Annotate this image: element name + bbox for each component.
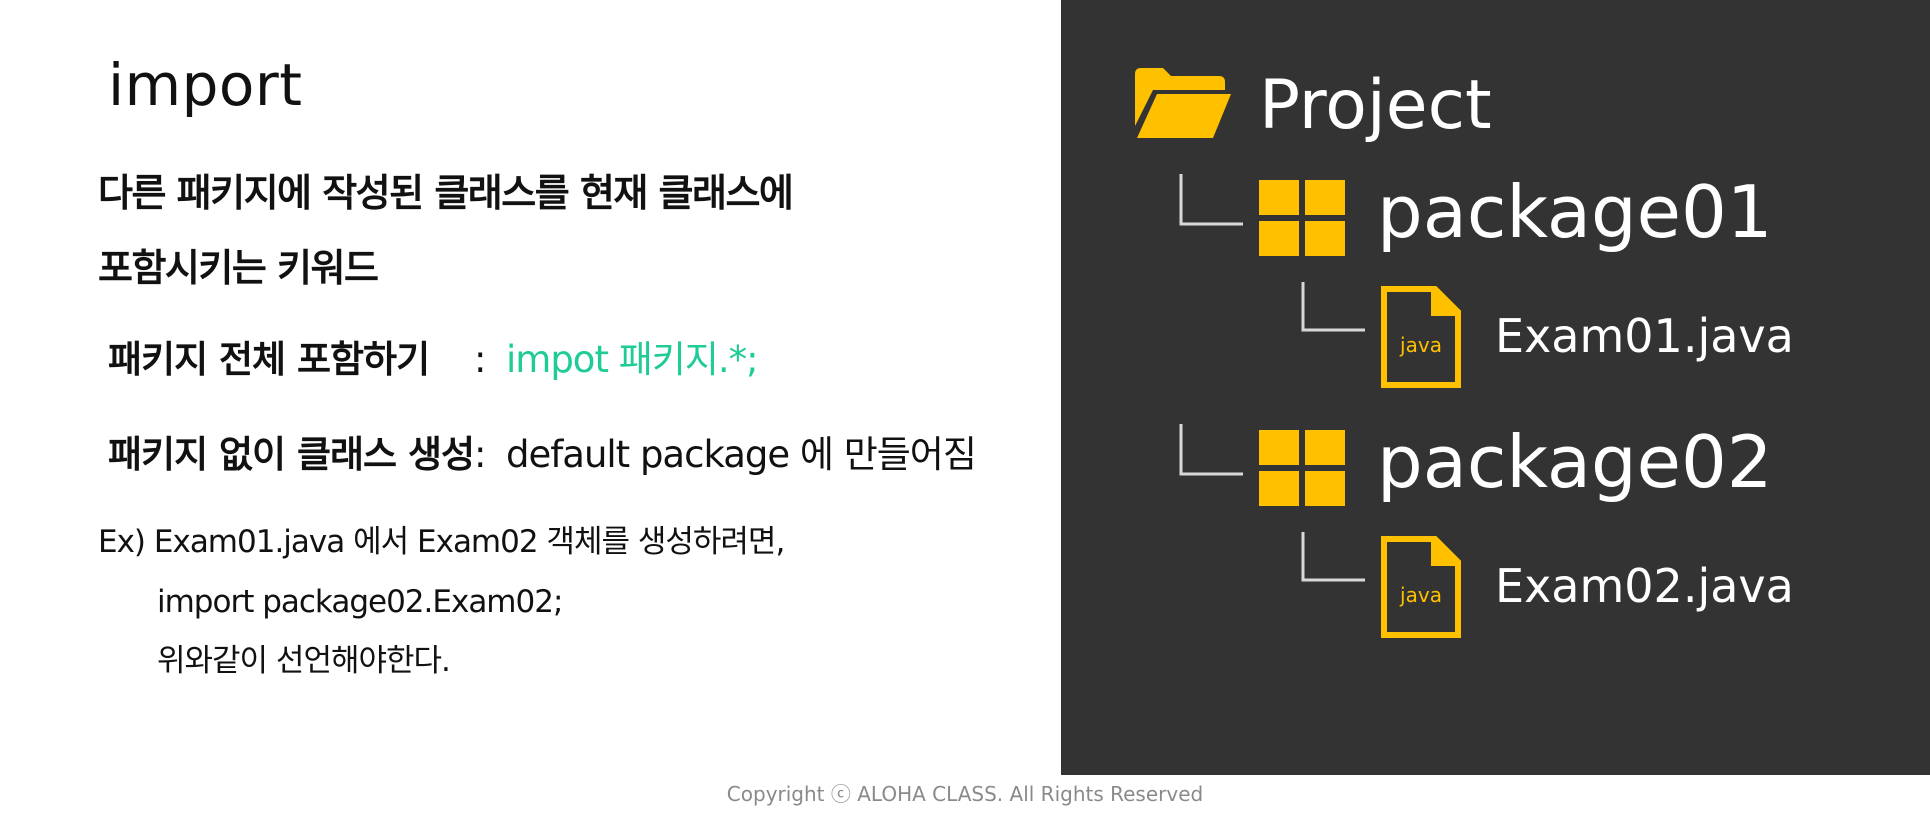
example-line-2: import package02.Exam02; xyxy=(157,584,563,620)
file-label: Exam02.java xyxy=(1495,559,1794,613)
project-tree-panel: Project package01 java Exam01.java packa… xyxy=(1061,0,1930,775)
description-line-2: 포함시키는 키워드 xyxy=(98,246,379,290)
tree-connector-icon xyxy=(1301,532,1365,582)
tree-connector-icon xyxy=(1179,174,1243,226)
java-file-icon: java xyxy=(1381,286,1461,388)
copyright-footer: Copyright ⓒ ALOHA CLASS. All Rights Rese… xyxy=(726,782,1204,806)
package-grid-icon xyxy=(1259,430,1345,506)
package-label: package02 xyxy=(1377,420,1773,504)
rule-value: default package 에 만들어짐 xyxy=(506,433,977,476)
rule-value: impot 패키지.*; xyxy=(506,338,759,381)
java-badge-label: java xyxy=(1399,583,1442,607)
java-badge-label: java xyxy=(1399,333,1442,357)
example-line-3: 위와같이 선언해야한다. xyxy=(157,643,451,679)
slide-content: import 다른 패키지에 작성된 클래스를 현재 클래스에 포함시키는 키워… xyxy=(98,51,977,679)
java-file-icon: java xyxy=(1381,536,1461,638)
package-grid-icon xyxy=(1259,180,1345,256)
package-label: package01 xyxy=(1377,170,1773,254)
rule-label: 패키지 없이 클래스 생성 xyxy=(108,433,475,476)
project-label: Project xyxy=(1259,66,1492,145)
rule-label: 패키지 전체 포함하기 xyxy=(108,338,430,381)
example-line-1: Ex) Exam01.java 에서 Exam02 객체를 생성하려면, xyxy=(98,524,785,560)
description-line-1: 다른 패키지에 작성된 클래스를 현재 클래스에 xyxy=(98,171,794,215)
slide-title: import xyxy=(108,51,303,119)
folder-icon xyxy=(1135,68,1231,138)
file-label: Exam01.java xyxy=(1495,309,1794,363)
rule-colon: : xyxy=(474,433,487,476)
rule-colon: : xyxy=(474,338,487,381)
tree-connector-icon xyxy=(1179,424,1243,476)
tree-connector-icon xyxy=(1301,282,1365,332)
